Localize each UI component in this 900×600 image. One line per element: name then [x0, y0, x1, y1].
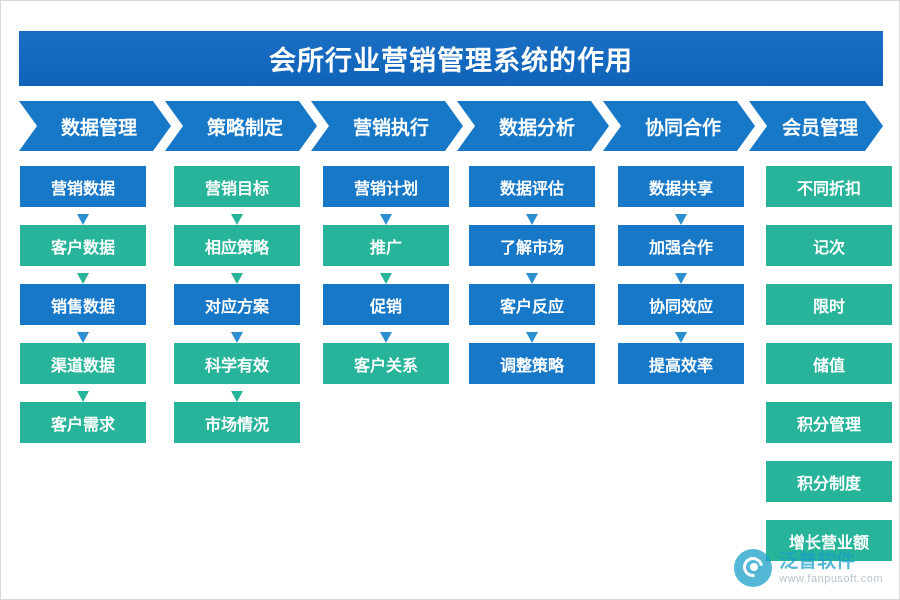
node-5-1[interactable]: 记次: [766, 225, 892, 266]
node-4-1[interactable]: 加强合作: [618, 225, 744, 266]
chevron-header-3[interactable]: 数据分析: [457, 101, 609, 151]
column-analysis: 数据评估 了解市场 客户反应 调整策略: [469, 166, 595, 402]
node-3-2[interactable]: 客户反应: [469, 284, 595, 325]
chevron-header-2[interactable]: 营销执行: [311, 101, 463, 151]
node-1-2[interactable]: 对应方案: [174, 284, 300, 325]
watermark-brand: 泛普软件: [779, 550, 856, 572]
node-5-6[interactable]: 增长营业额: [766, 520, 892, 561]
node-3-1[interactable]: 了解市场: [469, 225, 595, 266]
chevron-header-4[interactable]: 协同合作: [603, 101, 755, 151]
node-0-1[interactable]: 客户数据: [20, 225, 146, 266]
column-data-management: 营销数据 客户数据 销售数据 渠道数据 客户需求: [20, 166, 146, 461]
watermark-text: 泛普软件 www.fanpusoft.com: [779, 551, 883, 585]
node-2-2[interactable]: 促销: [323, 284, 449, 325]
node-4-0[interactable]: 数据共享: [618, 166, 744, 207]
node-1-4[interactable]: 市场情况: [174, 402, 300, 443]
fanpu-logo-icon: [734, 549, 773, 587]
column-member-management: 不同折扣 记次 限时 储值 积分管理 积分制度 增长营业额: [766, 166, 892, 579]
node-0-3[interactable]: 渠道数据: [20, 343, 146, 384]
chevron-header-1[interactable]: 策略制定: [165, 101, 317, 151]
node-1-3[interactable]: 科学有效: [174, 343, 300, 384]
node-5-5[interactable]: 积分制度: [766, 461, 892, 502]
chevron-header-row: 数据管理 策略制定 营销执行 数据分析 协同合作 会员管理: [19, 101, 883, 151]
node-3-3[interactable]: 调整策略: [469, 343, 595, 384]
node-5-3[interactable]: 储值: [766, 343, 892, 384]
page-title: 会所行业营销管理系统的作用: [19, 31, 883, 86]
node-5-2[interactable]: 限时: [766, 284, 892, 325]
chevron-header-0[interactable]: 数据管理: [19, 101, 171, 151]
watermark: 泛普软件 www.fanpusoft.com: [734, 549, 883, 587]
node-1-1[interactable]: 相应策略: [174, 225, 300, 266]
node-0-0[interactable]: 营销数据: [20, 166, 146, 207]
node-5-4[interactable]: 积分管理: [766, 402, 892, 443]
column-collaboration: 数据共享 加强合作 协同效应 提高效率: [618, 166, 744, 402]
node-2-1[interactable]: 推广: [323, 225, 449, 266]
watermark-url: www.fanpusoft.com: [779, 572, 883, 585]
node-0-4[interactable]: 客户需求: [20, 402, 146, 443]
chevron-header-5[interactable]: 会员管理: [749, 101, 883, 151]
node-4-2[interactable]: 协同效应: [618, 284, 744, 325]
column-strategy: 营销目标 相应策略 对应方案 科学有效 市场情况: [174, 166, 300, 461]
node-2-3[interactable]: 客户关系: [323, 343, 449, 384]
node-2-0[interactable]: 营销计划: [323, 166, 449, 207]
node-4-3[interactable]: 提高效率: [618, 343, 744, 384]
node-5-0[interactable]: 不同折扣: [766, 166, 892, 207]
node-3-0[interactable]: 数据评估: [469, 166, 595, 207]
node-1-0[interactable]: 营销目标: [174, 166, 300, 207]
node-0-2[interactable]: 销售数据: [20, 284, 146, 325]
column-execution: 营销计划 推广 促销 客户关系: [323, 166, 449, 402]
